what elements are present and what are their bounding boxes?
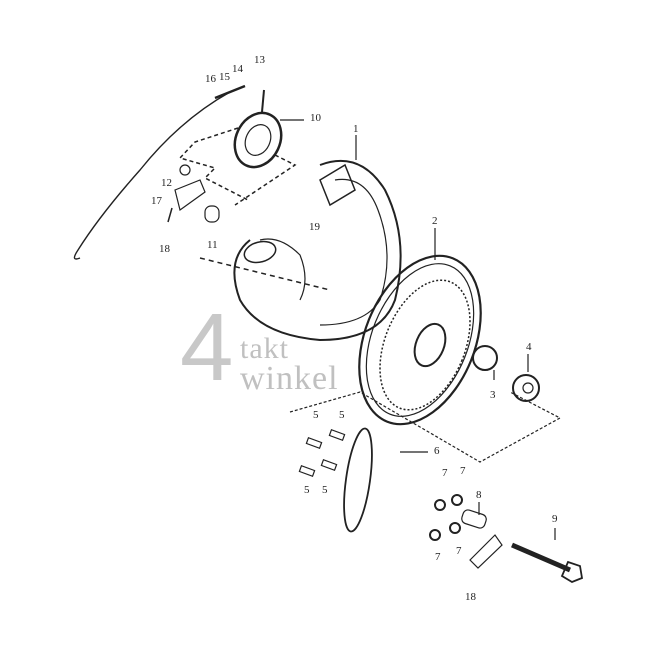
callout-15: 15 [219, 71, 230, 83]
callout-14: 14 [232, 63, 243, 75]
callout-9: 9 [552, 513, 558, 525]
callout-3: 3 [490, 389, 496, 401]
watermark-line1: takt [240, 332, 289, 365]
brake-panel [233, 89, 283, 169]
callout-11: 11 [207, 239, 218, 251]
part-3 [472, 345, 498, 371]
callout-12: 12 [161, 177, 172, 189]
callout-17: 17 [151, 195, 162, 207]
callout-2: 2 [432, 215, 438, 227]
brake-cable [73, 91, 231, 260]
spacer-8 [461, 509, 487, 529]
callout-7: 7 [442, 467, 448, 479]
callout-18: 18 [159, 243, 170, 255]
callout-7: 7 [456, 545, 462, 557]
part-18-arm [174, 179, 206, 212]
brake-disc [343, 427, 373, 533]
callout-5: 5 [339, 409, 345, 421]
callout-8: 8 [476, 489, 482, 501]
callout-18: 18 [465, 591, 476, 603]
callout-10: 10 [310, 112, 321, 124]
callout-5: 5 [304, 484, 310, 496]
watermark-line2: winkel [240, 360, 339, 397]
axle-9 [511, 542, 571, 573]
rim [358, 254, 482, 426]
callout-13: 13 [254, 54, 265, 66]
callout-4: 4 [526, 341, 532, 353]
watermark-number: 4 [180, 294, 234, 401]
bolt-5 [305, 437, 323, 449]
part-11 [204, 205, 220, 223]
callout-5: 5 [322, 484, 328, 496]
callout-7: 7 [435, 551, 441, 563]
part-12 [179, 164, 191, 176]
callout-6: 6 [434, 445, 440, 457]
callout-1: 1 [353, 123, 359, 135]
part-4 [512, 374, 540, 402]
callout-19: 19 [309, 221, 320, 233]
tire [233, 159, 402, 342]
callout-7: 7 [460, 465, 466, 477]
callout-16: 16 [205, 73, 216, 85]
callout-5: 5 [313, 409, 319, 421]
